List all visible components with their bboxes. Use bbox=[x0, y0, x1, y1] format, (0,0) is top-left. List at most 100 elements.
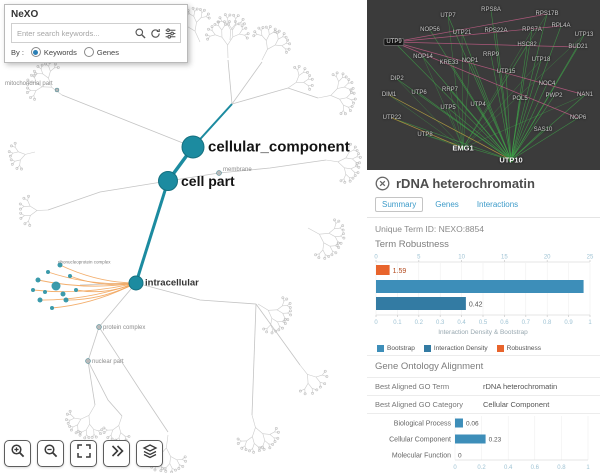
tree-branch bbox=[254, 31, 258, 35]
tab-interactions[interactable]: Interactions bbox=[476, 200, 519, 209]
tree-node-label[interactable]: nuclear part bbox=[92, 359, 124, 365]
tree-node-label[interactable]: mitochondrial part bbox=[5, 81, 53, 87]
gene-node-label[interactable]: UTP22 bbox=[382, 115, 402, 121]
hub-node[interactable] bbox=[508, 157, 514, 163]
cluster-node[interactable] bbox=[60, 291, 66, 297]
gene-node-label[interactable]: RPS7A bbox=[522, 27, 542, 33]
gene-node-label[interactable]: UTP7 bbox=[440, 13, 456, 19]
tree-leaf bbox=[273, 440, 277, 443]
gene-network-canvas[interactable] bbox=[367, 0, 600, 170]
tree-branch bbox=[169, 463, 173, 469]
tree-branch bbox=[329, 246, 333, 252]
tree-node[interactable] bbox=[96, 324, 102, 330]
gene-node-label[interactable]: POL5 bbox=[512, 96, 528, 102]
tree-node[interactable] bbox=[181, 135, 205, 159]
gene-node-label[interactable]: RPS8A bbox=[481, 7, 501, 13]
gene-node-label[interactable]: NOP1 bbox=[461, 58, 479, 64]
tree-node-label[interactable]: intracellular bbox=[145, 277, 199, 289]
gene-node-label[interactable]: UTP4 bbox=[470, 102, 486, 108]
settings-icon[interactable] bbox=[164, 27, 177, 40]
search-icon[interactable] bbox=[134, 27, 147, 40]
tree-branch bbox=[20, 215, 25, 219]
gene-node-label[interactable]: SAS10 bbox=[533, 127, 553, 133]
tree-leaf bbox=[277, 328, 281, 332]
gene-node-label[interactable]: UTP6 bbox=[411, 90, 427, 96]
gene-node-label[interactable]: UTP8 bbox=[417, 132, 433, 138]
radio-genes[interactable]: Genes bbox=[83, 47, 119, 57]
gene-node-label[interactable]: RPL4A bbox=[551, 23, 571, 29]
layers-button[interactable] bbox=[136, 440, 163, 467]
genes-radio-icon[interactable] bbox=[83, 47, 94, 57]
tab-summary[interactable]: Summary bbox=[375, 197, 424, 212]
gene-node-label[interactable]: NOC4 bbox=[538, 81, 556, 87]
fit-to-screen-button[interactable] bbox=[70, 440, 97, 467]
reset-icon[interactable] bbox=[149, 27, 162, 40]
zoom-out-button[interactable] bbox=[37, 440, 64, 467]
keywords-radio-icon[interactable] bbox=[30, 47, 41, 57]
cluster-node[interactable] bbox=[50, 306, 54, 310]
tree-branch bbox=[235, 23, 240, 26]
cluster-node[interactable] bbox=[31, 288, 35, 292]
gene-node-label[interactable]: UTP15 bbox=[496, 69, 516, 75]
tree-branch bbox=[80, 415, 90, 420]
gene-node-label[interactable]: UTP9 bbox=[383, 38, 405, 46]
cluster-node[interactable] bbox=[63, 297, 69, 303]
tree-node-label[interactable]: membrane bbox=[223, 167, 252, 173]
close-icon[interactable] bbox=[375, 176, 390, 191]
tree-node[interactable] bbox=[85, 358, 91, 364]
tree-branch bbox=[50, 67, 55, 72]
gene-node-label[interactable]: DIP2 bbox=[390, 76, 404, 82]
zoom-in-button[interactable] bbox=[4, 440, 31, 467]
tree-node-label[interactable]: ribonucleoprotein complex bbox=[58, 259, 111, 265]
gene-node-label[interactable]: NOP56 bbox=[420, 27, 440, 33]
tree-node-label[interactable]: cellular_component bbox=[208, 138, 350, 156]
cluster-node[interactable] bbox=[57, 262, 63, 268]
tree-branch bbox=[27, 79, 32, 83]
cluster-node[interactable] bbox=[43, 290, 47, 294]
hub-node[interactable] bbox=[461, 146, 465, 150]
gene-node-label[interactable]: BUD21 bbox=[568, 44, 588, 50]
tree-node-label[interactable]: cell part bbox=[181, 173, 235, 189]
tree-node[interactable] bbox=[128, 275, 144, 291]
search-box[interactable] bbox=[11, 23, 181, 43]
gene-node-label[interactable]: UTP13 bbox=[574, 32, 594, 38]
cluster-node[interactable] bbox=[74, 288, 78, 292]
tree-node-label[interactable]: protein complex bbox=[103, 325, 146, 331]
gene-node-label[interactable]: UTP5 bbox=[440, 105, 456, 111]
network-edge-alt bbox=[388, 94, 512, 161]
gene-node-label[interactable]: UTP18 bbox=[531, 57, 551, 63]
gene-node-label[interactable]: KRE33 bbox=[439, 60, 459, 66]
search-input[interactable] bbox=[15, 27, 132, 39]
cluster-node[interactable] bbox=[68, 274, 72, 278]
tree-node[interactable] bbox=[158, 171, 178, 191]
subtree-button[interactable] bbox=[103, 440, 130, 467]
cluster-node[interactable] bbox=[46, 270, 50, 274]
gene-node-label[interactable]: RRP9 bbox=[482, 52, 500, 58]
gene-node-label[interactable]: NOP6 bbox=[569, 115, 587, 121]
cluster-node[interactable] bbox=[51, 281, 61, 291]
cluster-node[interactable] bbox=[35, 277, 41, 283]
gene-node-label[interactable]: UTP21 bbox=[452, 30, 472, 36]
tree-node[interactable] bbox=[54, 87, 60, 93]
gene-node-label[interactable]: EMG1 bbox=[452, 143, 474, 153]
gene-node-label[interactable]: UTP10 bbox=[499, 155, 523, 165]
cluster-node[interactable] bbox=[37, 297, 43, 303]
interaction-density-value: 0.42 bbox=[469, 302, 483, 309]
tree-leaf bbox=[170, 470, 174, 473]
gene-node-label[interactable]: RPS17B bbox=[535, 11, 559, 17]
gene-node-label[interactable]: DIM1 bbox=[381, 92, 397, 98]
tab-genes[interactable]: Genes bbox=[435, 200, 459, 209]
gene-node-label[interactable]: RRP7 bbox=[441, 87, 459, 93]
gene-node-label[interactable]: RPS22A bbox=[484, 28, 508, 34]
radio-keywords[interactable]: Keywords bbox=[30, 47, 77, 57]
gene-node-label[interactable]: HSC82 bbox=[517, 42, 537, 48]
gene-node-label[interactable]: NOP14 bbox=[413, 54, 433, 60]
tree-branch bbox=[262, 440, 266, 446]
gene-node-label[interactable]: PWP2 bbox=[545, 93, 563, 99]
ontology-tree-canvas[interactable] bbox=[0, 0, 367, 473]
tree-node[interactable] bbox=[216, 170, 222, 176]
gene-node-label[interactable]: NAN1 bbox=[576, 92, 594, 98]
